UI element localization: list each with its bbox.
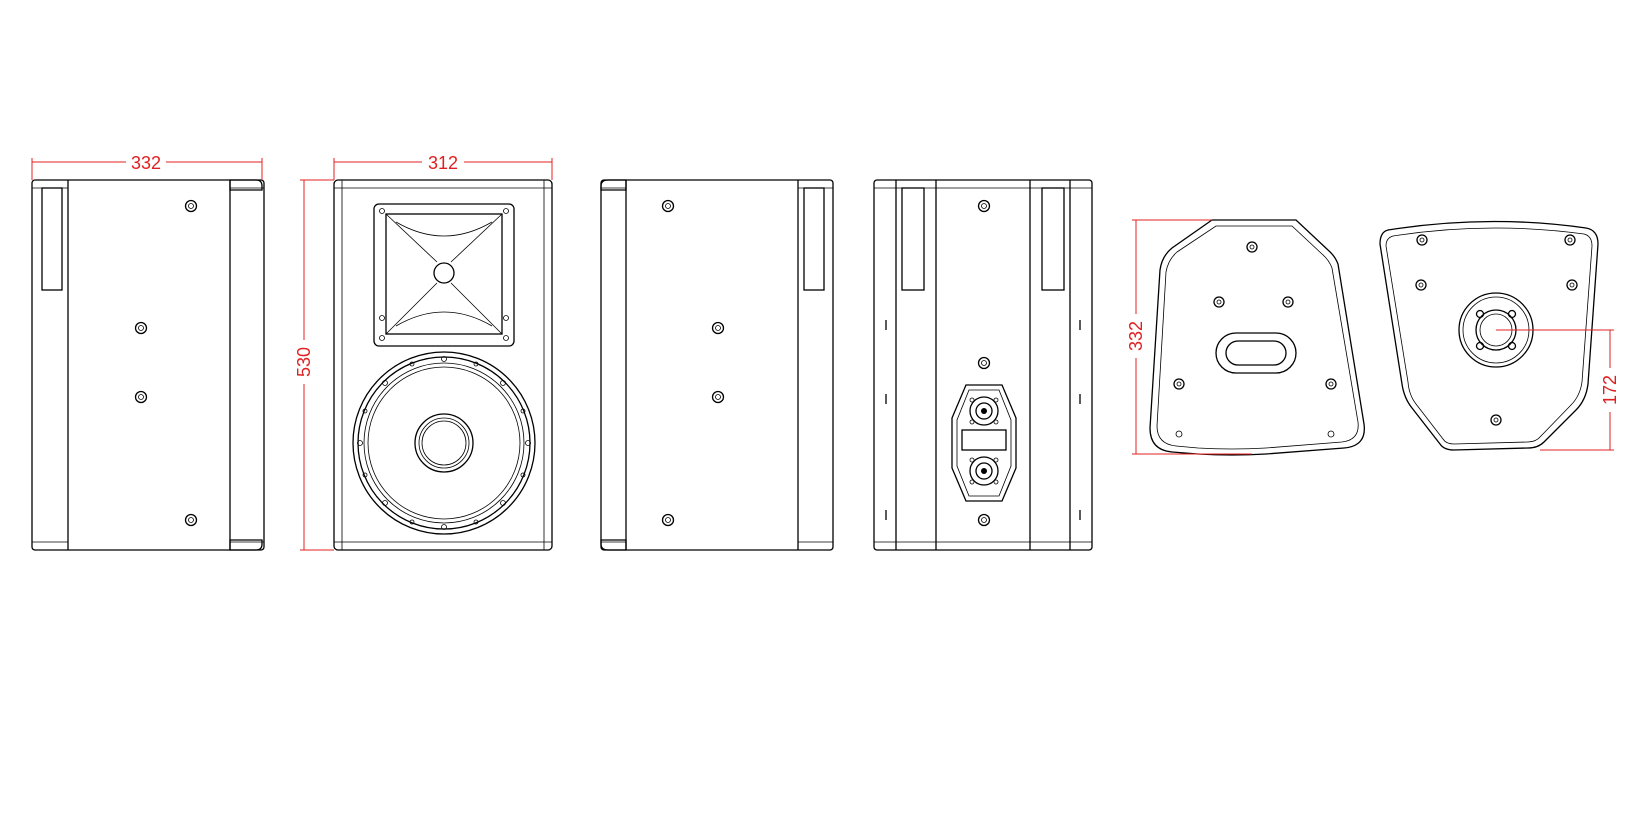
connector-plate: [951, 384, 1017, 502]
mount-point: [711, 321, 725, 335]
mount-point: [134, 321, 148, 335]
side-view-left: [31, 179, 265, 551]
dimension-label-top-depth: 332: [1126, 321, 1146, 351]
side-view-right: [600, 179, 834, 551]
mount-point: [184, 199, 198, 213]
mount-point: [977, 513, 991, 527]
dimension-label-side-width: 332: [131, 153, 161, 173]
speakon-link-jack: [969, 456, 999, 486]
handle-recess: [41, 187, 63, 291]
woofer-bolt: [357, 356, 531, 530]
woofer-driver: [352, 351, 536, 535]
mount-point: [977, 356, 991, 370]
dimension-bottom-offset: 172: [1496, 329, 1620, 451]
dimension-height: 530: [294, 179, 334, 551]
dimension-label-bottom-offset: 172: [1600, 375, 1620, 405]
speakon-input-jack: [969, 396, 999, 426]
mount-point: [184, 513, 198, 527]
dimension-label-front-width: 312: [428, 153, 458, 173]
front-view: [333, 179, 553, 551]
mount-point: [977, 199, 991, 213]
dimension-side-width: 332: [31, 150, 263, 180]
mount-point: [661, 199, 675, 213]
mount-point: [711, 390, 725, 404]
mount-point: [134, 390, 148, 404]
label-plate: [961, 429, 1007, 451]
dimension-front-width: 312: [333, 150, 553, 180]
handle-recess: [1041, 187, 1065, 291]
top-view: [1149, 219, 1365, 456]
dimension-label-height: 530: [294, 347, 314, 377]
rear-view: [873, 179, 1093, 551]
dimension-top-depth: 332: [1126, 219, 1252, 455]
bottom-view: [1379, 220, 1599, 451]
handle-recess: [901, 187, 925, 291]
horn-tweeter: [373, 203, 515, 347]
handle-recess: [803, 187, 825, 291]
handle-slot: [1215, 332, 1297, 374]
mount-point: [661, 513, 675, 527]
